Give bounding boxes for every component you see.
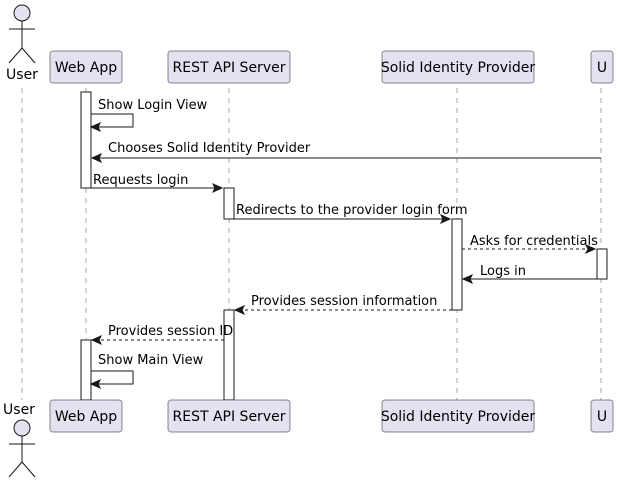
participant-box [381,399,535,433]
arrowhead-icon [90,334,103,346]
arrowhead-icon [211,182,224,194]
participants-bottom: User Web App REST API Server Solid Ident… [3,399,614,478]
actor-user-top: User [6,4,38,83]
participant-idp-top: Solid Identity Provider [381,50,536,84]
arrowhead-icon [233,304,246,316]
arrowhead-icon [584,243,597,255]
activation-webapp-1 [80,91,92,189]
participant-box [590,50,614,84]
participant-box [167,399,291,433]
message-session-id: Provides session ID [90,324,233,346]
participant-box [381,50,535,84]
activation-u [596,248,608,280]
message-requests-login: Requests login [91,173,224,194]
participant-label-idp: Solid Identity Provider [381,409,536,425]
actor-head-icon [13,4,31,22]
message-logs-in: Logs in [461,264,597,285]
message-label: Show Main View [98,353,204,368]
message-session-information: Provides session information [233,294,452,316]
arrowhead-icon [89,121,102,133]
actor-user-bottom: User [3,402,36,478]
message-label: Show Login View [98,98,208,113]
participant-webapp-bottom: Web App [49,399,123,433]
message-label: Logs in [480,264,526,279]
participant-idp-bottom: Solid Identity Provider [381,399,536,433]
participant-label-u: U [597,409,607,425]
participant-box [49,399,123,433]
arrowhead-icon [439,213,452,225]
participant-box [49,50,123,84]
message-redirects: Redirects to the provider login form [229,203,468,225]
arrowhead-icon [90,152,103,164]
participant-label-idp: Solid Identity Provider [381,60,536,76]
participant-label-rest: REST API Server [173,60,286,76]
actor-head-icon [13,419,31,437]
activation-rest-1 [223,187,235,220]
participants-top: User Web App REST API Server Solid Ident… [6,4,614,84]
message-label: Requests login [93,173,188,188]
activation-webapp-2 [80,339,92,401]
participant-box [590,399,614,433]
message-label: Asks for credentials [470,234,598,249]
message-asks-credentials: Asks for credentials [462,234,598,255]
participant-label-user: User [3,402,35,418]
message-show-main-view: Show Main View [89,353,204,390]
actor-leg-left-icon [8,47,23,64]
actor-leg-right-icon [21,47,36,64]
arrowhead-icon [461,273,474,285]
participant-label-u: U [597,60,607,76]
participant-rest-bottom: REST API Server [167,399,291,433]
participant-box [167,50,291,84]
message-arrow [91,113,134,128]
message-label: Provides session information [251,294,437,309]
participant-u-bottom: U [590,399,614,433]
participant-label-rest: REST API Server [173,409,286,425]
activations [80,91,608,401]
actor-leg-left-icon [8,461,23,478]
arrowhead-icon [89,378,102,390]
participant-u-top: U [590,50,614,84]
participant-rest-top: REST API Server [167,50,291,84]
message-arrow [91,370,134,385]
message-chooses-provider: Chooses Solid Identity Provider [90,141,601,164]
participant-webapp-top: Web App [49,50,123,84]
participant-label-user: User [6,67,38,83]
message-label: Provides session ID [108,324,233,339]
activation-idp [451,218,463,311]
actor-leg-right-icon [21,461,36,478]
participant-label-webapp: Web App [55,409,117,425]
messages: Show Login View Chooses Solid Identity P… [89,98,601,390]
message-label: Chooses Solid Identity Provider [108,141,311,156]
participant-label-webapp: Web App [55,60,117,76]
message-show-login-view: Show Login View [89,98,208,133]
message-label: Redirects to the provider login form [236,203,468,218]
